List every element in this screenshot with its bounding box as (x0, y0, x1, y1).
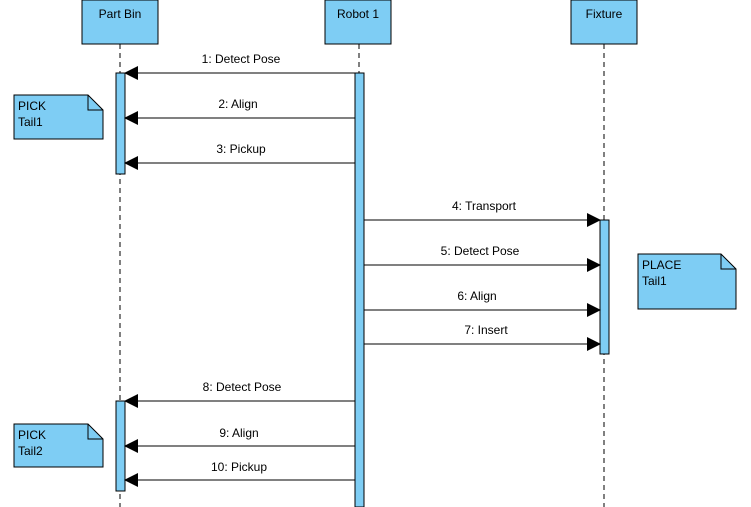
note-pick-tail1: PICK Tail1 (13, 94, 104, 140)
activation-robot-1 (354, 72, 365, 507)
note-line: PICK (18, 99, 46, 113)
activation-fixture (599, 219, 610, 355)
message-label: 3: Pickup (216, 142, 266, 156)
message-label: 6: Align (457, 289, 496, 303)
participant-part-bin: Part Bin (81, 0, 159, 45)
message-8: 8: Detect Pose (124, 380, 355, 408)
activation-part-bin-1 (115, 72, 126, 175)
message-label: 5: Detect Pose (441, 244, 520, 258)
message-4: 4: Transport (364, 199, 601, 227)
note-line: Tail1 (18, 115, 43, 129)
message-label: 10: Pickup (211, 460, 267, 474)
message-7: 7: Insert (364, 323, 601, 351)
message-label: 2: Align (218, 97, 257, 111)
message-10: 10: Pickup (124, 460, 355, 487)
participant-label: Part Bin (99, 7, 142, 21)
message-label: 8: Detect Pose (203, 380, 282, 394)
message-label: 9: Align (219, 426, 258, 440)
message-5: 5: Detect Pose (364, 244, 601, 272)
activation-part-bin-2 (115, 400, 126, 492)
note-place-tail1: PLACE Tail1 (637, 253, 737, 310)
message-9: 9: Align (124, 426, 355, 453)
message-label: 7: Insert (464, 323, 508, 337)
message-6: 6: Align (364, 289, 601, 317)
message-2: 2: Align (124, 97, 355, 125)
note-line: Tail2 (18, 444, 43, 458)
note-line: PICK (18, 428, 46, 442)
message-1: 1: Detect Pose (124, 52, 355, 80)
message-label: 4: Transport (452, 199, 517, 213)
note-pick-tail2: PICK Tail2 (13, 423, 104, 468)
participant-fixture: Fixture (570, 0, 638, 45)
participant-label: Fixture (586, 7, 623, 21)
message-label: 1: Detect Pose (202, 52, 281, 66)
note-line: Tail1 (642, 274, 667, 288)
participant-robot-1: Robot 1 (324, 0, 392, 45)
note-line: PLACE (642, 258, 681, 272)
participant-label: Robot 1 (337, 7, 379, 21)
message-3: 3: Pickup (124, 142, 355, 170)
